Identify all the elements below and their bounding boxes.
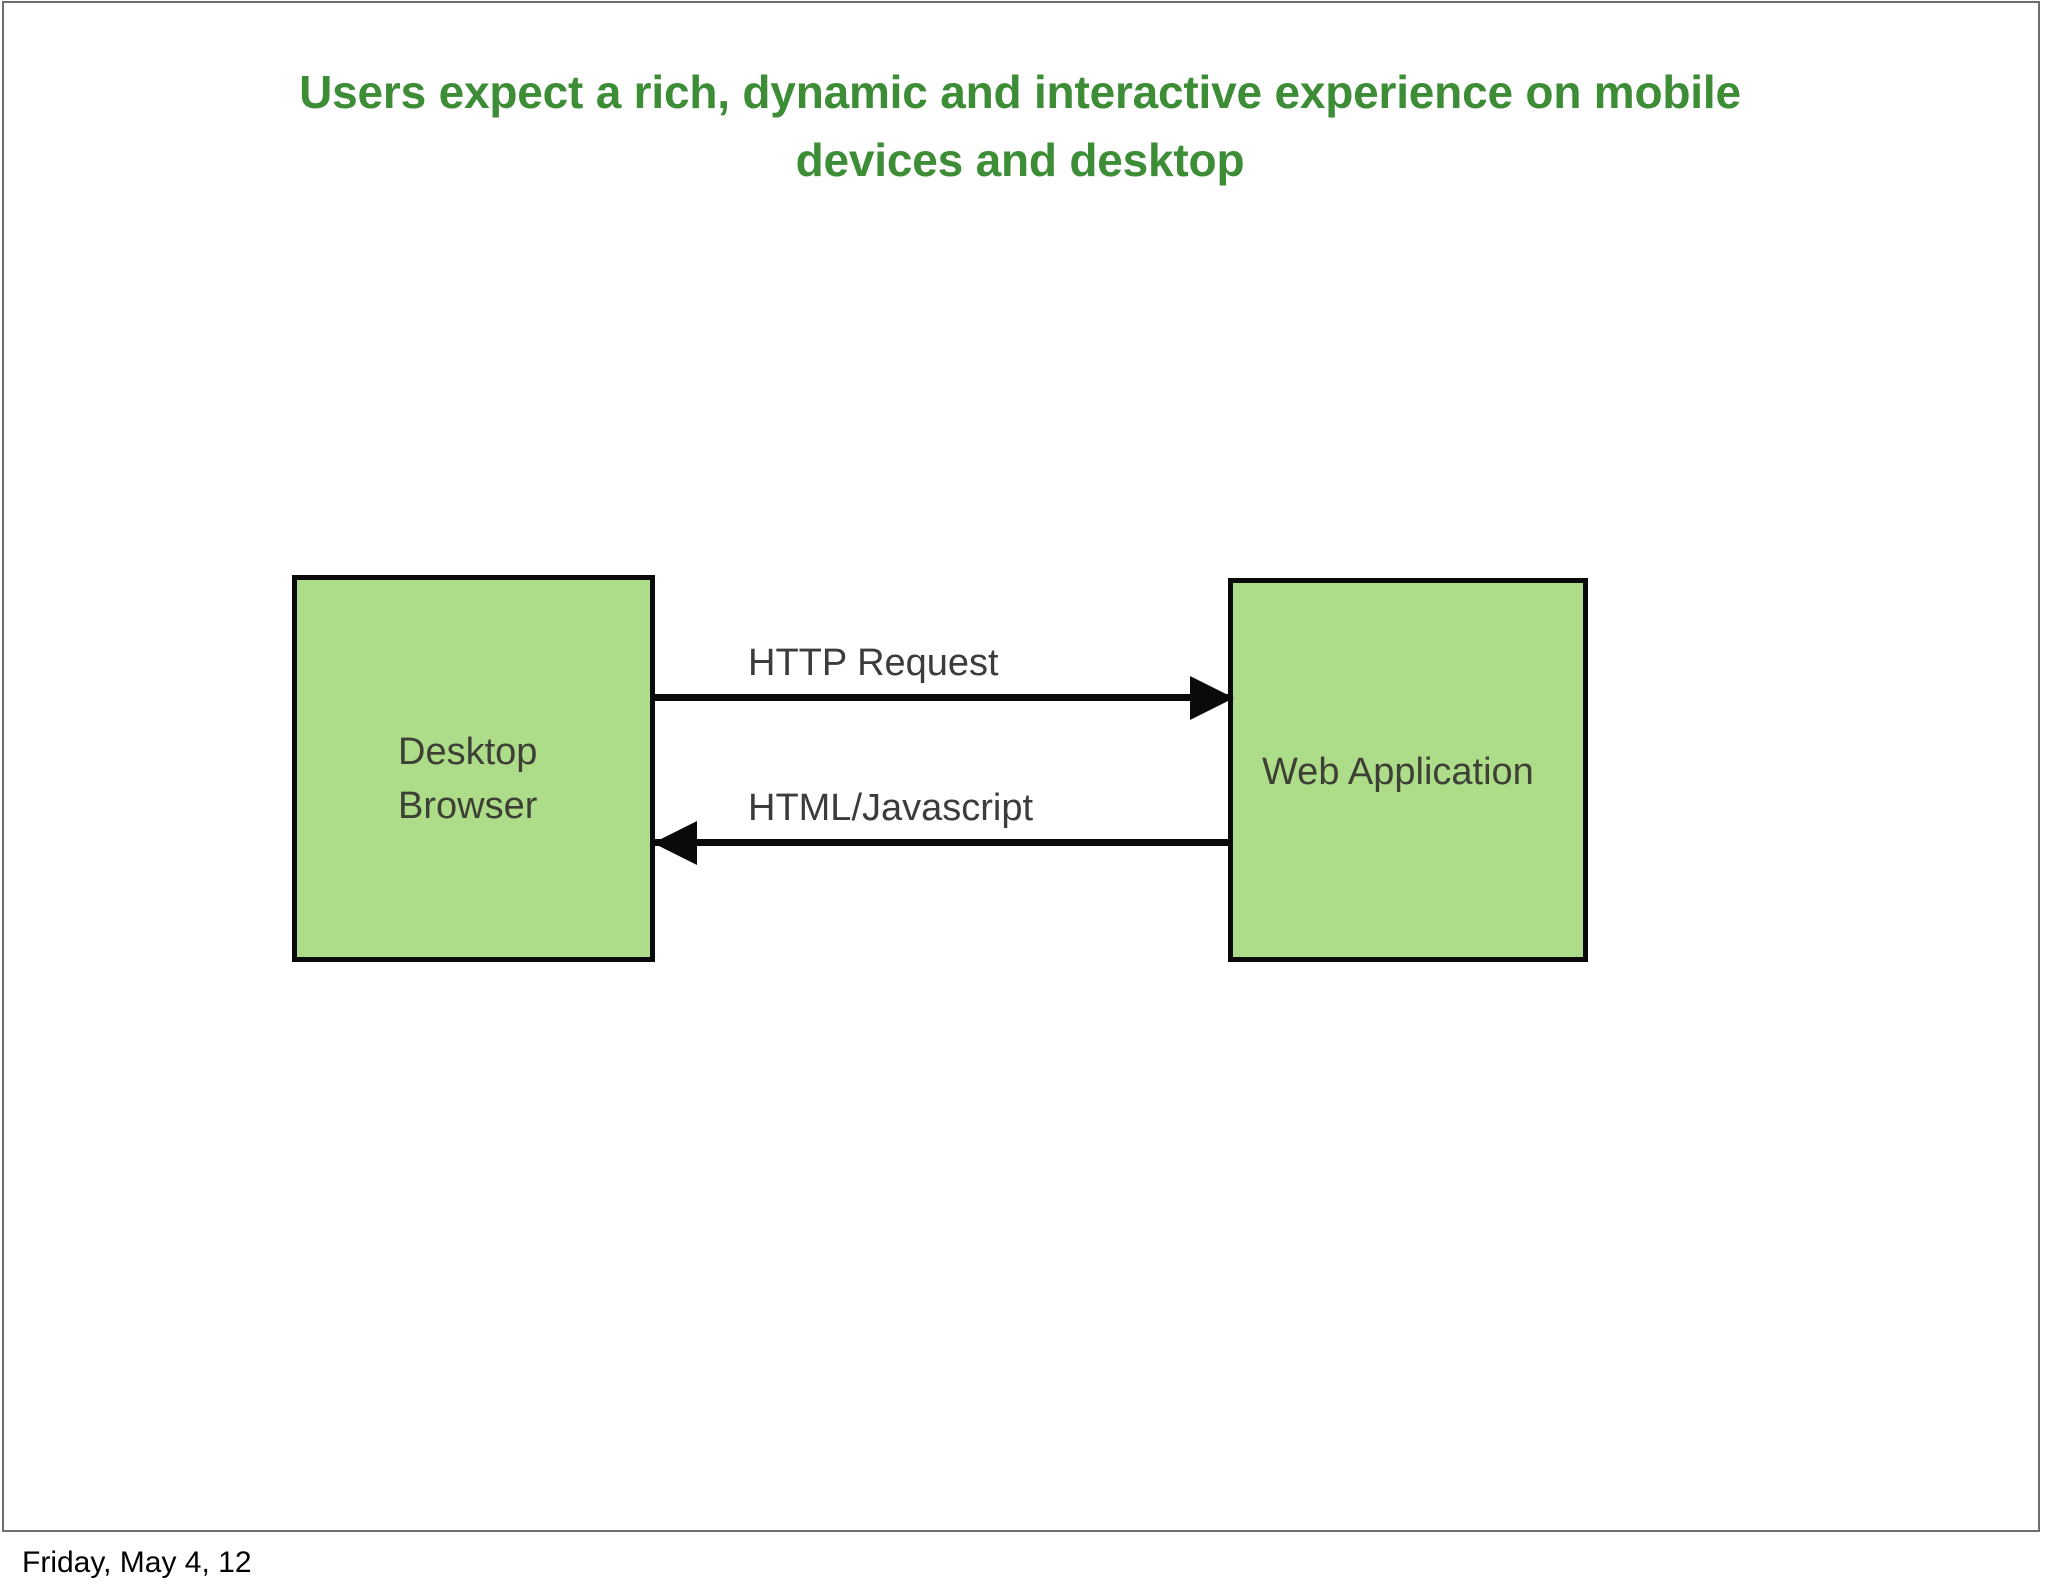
connector-line-http-request xyxy=(655,694,1233,701)
diagram-node-desktop-browser-label: Desktop Browser xyxy=(398,731,538,827)
connector-label-http-request: HTTP Request xyxy=(748,642,999,684)
connector-line-html-javascript xyxy=(650,839,1233,846)
diagram-node-web-application[interactable] xyxy=(1228,578,1588,962)
arrow-right-icon xyxy=(1190,676,1234,720)
diagram-node-desktop-browser[interactable] xyxy=(292,575,655,962)
page-title: Users expect a rich, dynamic and interac… xyxy=(299,66,1741,186)
arrow-left-icon xyxy=(653,821,697,865)
footer-date: Friday, May 4, 12 xyxy=(22,1546,252,1579)
diagram-node-web-application-label: Web Application xyxy=(1262,751,1534,793)
connector-label-html-javascript: HTML/Javascript xyxy=(748,787,1034,829)
